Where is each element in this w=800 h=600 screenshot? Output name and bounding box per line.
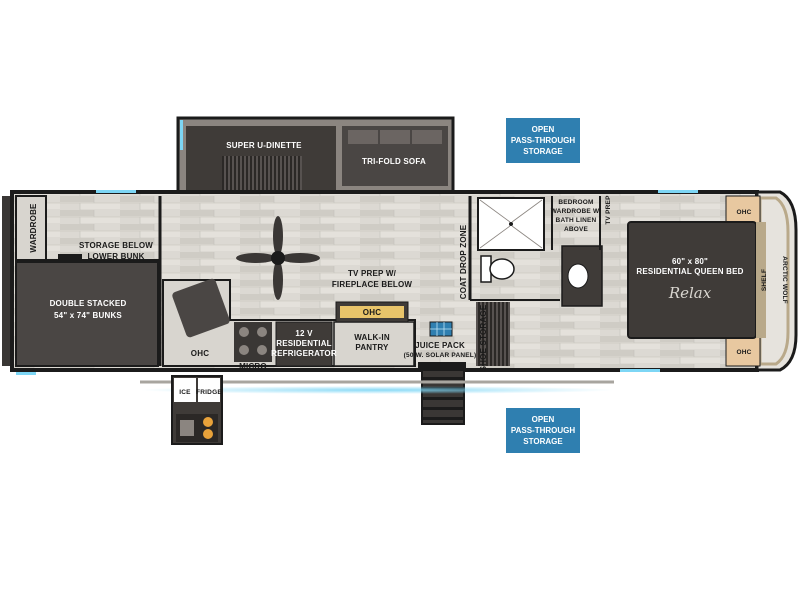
pantry bbox=[333, 321, 415, 367]
label-tv-prep-fireplace-1: TV PREP W/ bbox=[348, 269, 397, 278]
label-bunks-1: DOUBLE STACKED bbox=[50, 299, 127, 308]
label-bedroom-wardrobe-2: WARDROBE W/ bbox=[551, 208, 602, 215]
label-queen-bed-2: RESIDENTIAL QUEEN BED bbox=[636, 267, 743, 276]
label-ohc-kitchen: OHC bbox=[191, 349, 209, 358]
rear-bar bbox=[2, 196, 10, 366]
sink bbox=[172, 278, 230, 338]
label-ohc-fireplace: OHC bbox=[363, 308, 381, 317]
vanity-sink bbox=[567, 263, 589, 289]
wardrobe bbox=[15, 195, 47, 261]
label-ohc-bedroom-top: OHC bbox=[736, 209, 751, 216]
headboard-shelf bbox=[756, 222, 766, 338]
label-bedroom-wardrobe-4: ABOVE bbox=[564, 226, 589, 233]
callout-pass-through-top: OPEN PASS-THROUGH STORAGE bbox=[506, 118, 580, 163]
label-bedroom-wardrobe-1: BEDROOM bbox=[558, 199, 593, 206]
label-tv-prep-fireplace-2: FIREPLACE BELOW bbox=[332, 280, 413, 289]
stove bbox=[234, 322, 272, 362]
callout-bottom-line-3: STORAGE bbox=[523, 437, 563, 446]
label-fridge-2: RESIDENTIAL bbox=[276, 339, 332, 348]
label-fridge-outdoor: FRIDGE bbox=[196, 389, 222, 396]
label-juice-pack-2: (50 W. SOLAR PANEL) bbox=[404, 352, 477, 359]
front-cap bbox=[755, 190, 798, 372]
ceiling-fan-icon bbox=[236, 216, 320, 300]
label-fridge-1: 12 V bbox=[295, 329, 313, 338]
label-fridge-3: REFRIGERATOR bbox=[271, 349, 337, 358]
label-bunks-2: 54" x 74" BUNKS bbox=[54, 311, 122, 320]
label-shoe-storage: SHOE STORAGE bbox=[479, 304, 488, 371]
sofa-cushion-2 bbox=[380, 130, 410, 144]
label-storage-below-2: LOWER BUNK bbox=[87, 252, 144, 261]
label-micro: MICRO bbox=[239, 362, 267, 371]
callout-bottom-line-1: OPEN bbox=[531, 415, 555, 424]
callout-bottom-line-2: PASS-THROUGH bbox=[510, 426, 576, 435]
label-storage-below-1: STORAGE BELOW bbox=[79, 241, 153, 250]
awning-light bbox=[140, 386, 614, 394]
entry-door bbox=[418, 362, 466, 370]
bunk-ladder bbox=[58, 254, 82, 262]
callout-pass-through-bottom: OPEN PASS-THROUGH STORAGE bbox=[506, 408, 580, 453]
label-tv-prep: TV PREP bbox=[605, 195, 612, 225]
label-queen-bed-1: 60" x 80" bbox=[672, 257, 708, 266]
refrigerator bbox=[275, 321, 333, 367]
label-ohc-bedroom-bottom: OHC bbox=[736, 349, 751, 356]
label-bedroom-wardrobe-3: BATH LINEN bbox=[556, 217, 597, 224]
label-relax: Relax bbox=[668, 284, 712, 302]
bunk-bed bbox=[15, 261, 159, 367]
label-pantry-2: PANTRY bbox=[355, 343, 389, 352]
dinette-table bbox=[222, 156, 302, 196]
callout-top-line-3: STORAGE bbox=[523, 147, 563, 156]
label-wardrobe: WARDROBE bbox=[29, 203, 38, 253]
shoe-storage bbox=[476, 302, 510, 366]
sofa-cushion-3 bbox=[412, 130, 442, 144]
label-tri-fold-sofa: TRI-FOLD SOFA bbox=[362, 157, 426, 166]
label-brand-cap: ARCTIC WOLF bbox=[781, 256, 788, 304]
queen-bed bbox=[627, 221, 757, 339]
callout-top-line-1: OPEN bbox=[531, 125, 555, 134]
entry-stairs bbox=[421, 369, 465, 425]
sofa-cushion-1 bbox=[348, 130, 378, 144]
toilet-icon bbox=[480, 255, 515, 283]
label-coat-drop-zone: COAT DROP ZONE bbox=[459, 224, 468, 299]
label-super-u-dinette: SUPER U-DINETTE bbox=[226, 141, 302, 150]
label-pantry-1: WALK-IN bbox=[354, 333, 390, 342]
label-ice: ICE bbox=[179, 389, 191, 396]
label-juice-pack-1: JUICE PACK bbox=[415, 341, 465, 350]
label-shelf: SHELF bbox=[761, 269, 768, 291]
callout-top-line-2: PASS-THROUGH bbox=[510, 136, 576, 145]
front-cap-trim bbox=[758, 196, 790, 366]
